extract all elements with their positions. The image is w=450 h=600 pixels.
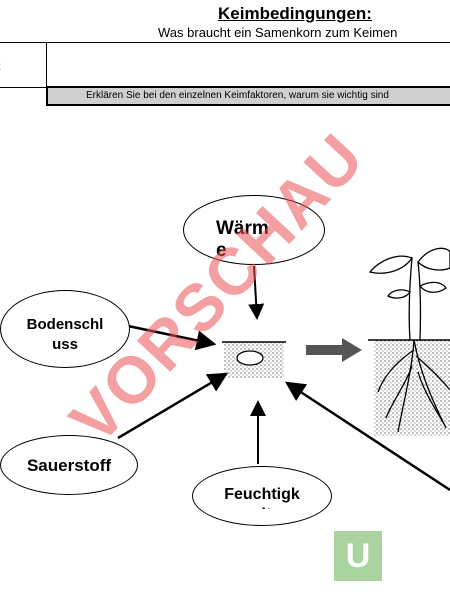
worksheet-title: Keimbedingungen: (218, 4, 372, 23)
worksheet-subtitle: Was braucht ein Samenkorn zum Keimen (158, 25, 398, 40)
arrow-from-right (284, 381, 450, 492)
factor-feuchtigkeit-label: Feuchtigkeit (224, 486, 300, 509)
factor-sauerstoff: Sauerstoff (0, 435, 138, 495)
header-left-text: : (0, 59, 1, 73)
right-arrow-icon (306, 338, 362, 362)
brand-logo: U (334, 531, 382, 581)
seed-in-soil-icon (222, 341, 286, 378)
arrow-boden (127, 324, 217, 351)
factor-sauerstoff-label: Sauerstoff (26, 456, 112, 475)
factor-feuchtigkeit: Feuchtigkeit (192, 466, 332, 526)
instruction-bar: Erklären Sie bei den einzelnen Keimfakto… (46, 86, 450, 106)
instruction-text: Erklären Sie bei den einzelnen Keimfakto… (86, 90, 389, 101)
arrow-waerme (248, 265, 265, 320)
seedling-plant-icon (368, 247, 450, 436)
arrow-sauerstoff (117, 372, 229, 440)
header-left-cell: : (0, 43, 47, 87)
